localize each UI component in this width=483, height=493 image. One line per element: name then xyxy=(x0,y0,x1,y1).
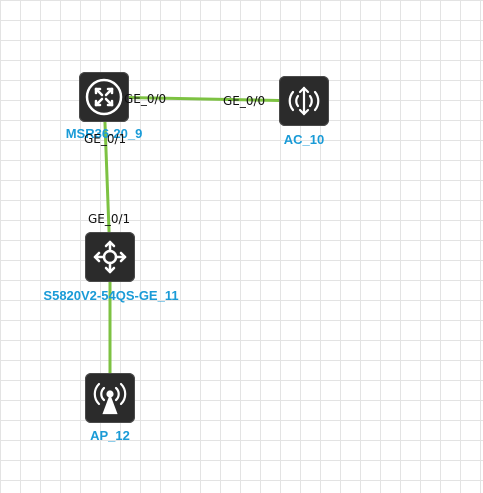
port-label-msr-sw-src: GE_0/1 xyxy=(84,132,127,146)
device-label-switch: S5820V2-54QS-GE_11 xyxy=(43,288,179,303)
port-label-msr-ac-dst: GE_0/0 xyxy=(223,94,266,108)
router-icon xyxy=(85,78,123,116)
switch-icon xyxy=(93,240,127,274)
wireless-controller-device[interactable] xyxy=(279,76,329,126)
device-label-router: MSR36-20_9 xyxy=(65,126,143,141)
device-label-ac: AC_10 xyxy=(283,132,325,147)
port-label-msr-sw-dst: GE_0/1 xyxy=(88,212,131,226)
router-device[interactable] xyxy=(79,72,129,122)
access-point-icon xyxy=(93,382,127,415)
link-msr-sw[interactable] xyxy=(102,96,112,258)
device-label-ap: AP_12 xyxy=(90,428,130,443)
switch-device[interactable] xyxy=(85,232,135,282)
access-point-device[interactable] xyxy=(85,373,135,423)
link-msr-ac[interactable] xyxy=(103,95,305,103)
port-label-msr-ac-src: GE_0/0 xyxy=(124,92,167,106)
wireless-controller-icon xyxy=(288,86,320,116)
